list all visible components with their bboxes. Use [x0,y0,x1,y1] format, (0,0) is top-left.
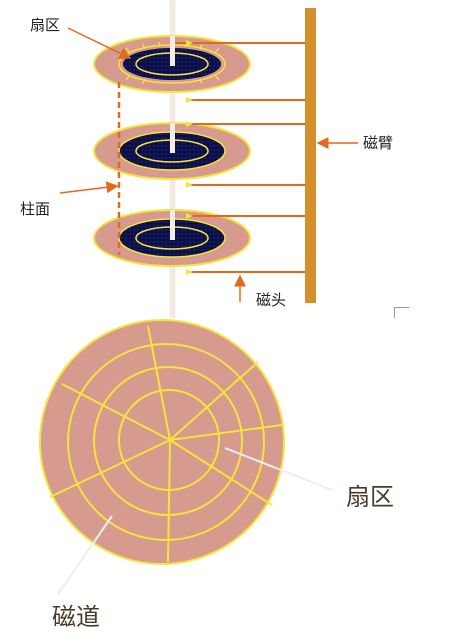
corner-mark [394,307,409,318]
platter-3 [93,209,251,267]
platter-1 [93,35,251,93]
cylinder-pointer [59,181,119,194]
head-tips [186,40,193,275]
track-pointer [57,515,113,595]
sector-lines [49,325,283,563]
arm-label: 磁臂 [363,134,394,152]
platter-2 [93,122,251,180]
sector-top-pointer [67,27,132,59]
arm-bar [305,8,316,303]
head-label: 磁头 [256,291,287,309]
disk-top-view [39,319,285,565]
head-lines [175,42,305,273]
sector-label-top: 扇区 [30,16,61,34]
sector-label-bottom: 扇区 [346,483,394,511]
cylinder-label: 柱面 [20,200,51,218]
sector-bottom-pointer [224,447,333,491]
track-label: 磁道 [52,603,100,631]
